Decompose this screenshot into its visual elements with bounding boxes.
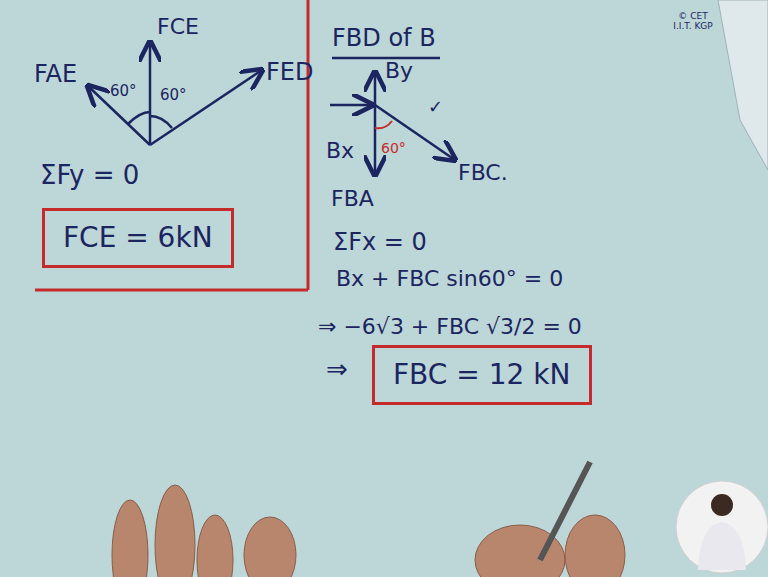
- handwritten-label: ⇒ −6√3 + FBC √3/2 = 0: [318, 314, 582, 340]
- handwritten-label: By: [385, 58, 413, 84]
- handwritten-label: FCE: [157, 14, 199, 40]
- presenter-inset: [676, 481, 768, 573]
- handwritten-label: 60°: [110, 82, 137, 100]
- handwritten-label: FBA: [331, 186, 374, 212]
- handwritten-label: Bx: [326, 138, 354, 164]
- handwritten-label: ΣFx = 0: [333, 228, 427, 257]
- result-text: FBC = 12 kN: [393, 358, 570, 392]
- handwritten-label: 60°: [160, 86, 187, 104]
- handwritten-label: FBD of B: [332, 24, 436, 53]
- handwritten-label: FAE: [34, 60, 77, 89]
- free-body-diagram: [88, 42, 262, 145]
- paper-corner: [718, 0, 768, 170]
- result-text: FCE = 6kN: [63, 221, 213, 255]
- handwritten-label: ⇒: [326, 354, 348, 385]
- handwritten-label: ΣFy = 0: [40, 160, 139, 191]
- watermark: © CET I.I.T. KGP: [672, 12, 714, 32]
- result-box: FCE = 6kN: [42, 208, 234, 268]
- divider-line: [35, 289, 308, 292]
- handwritten-label: ✓: [428, 96, 443, 118]
- divider-line: [307, 0, 310, 290]
- handwritten-label: FED: [266, 58, 313, 87]
- pen: [540, 462, 590, 560]
- handwritten-label: Bx + FBC sin60° = 0: [336, 266, 563, 292]
- result-box: FBC = 12 kN: [372, 345, 592, 405]
- hand-image: [112, 485, 625, 577]
- handwritten-label: FBC.: [458, 160, 508, 186]
- handwritten-label: 60°: [381, 140, 406, 157]
- angle-arc: [375, 121, 392, 128]
